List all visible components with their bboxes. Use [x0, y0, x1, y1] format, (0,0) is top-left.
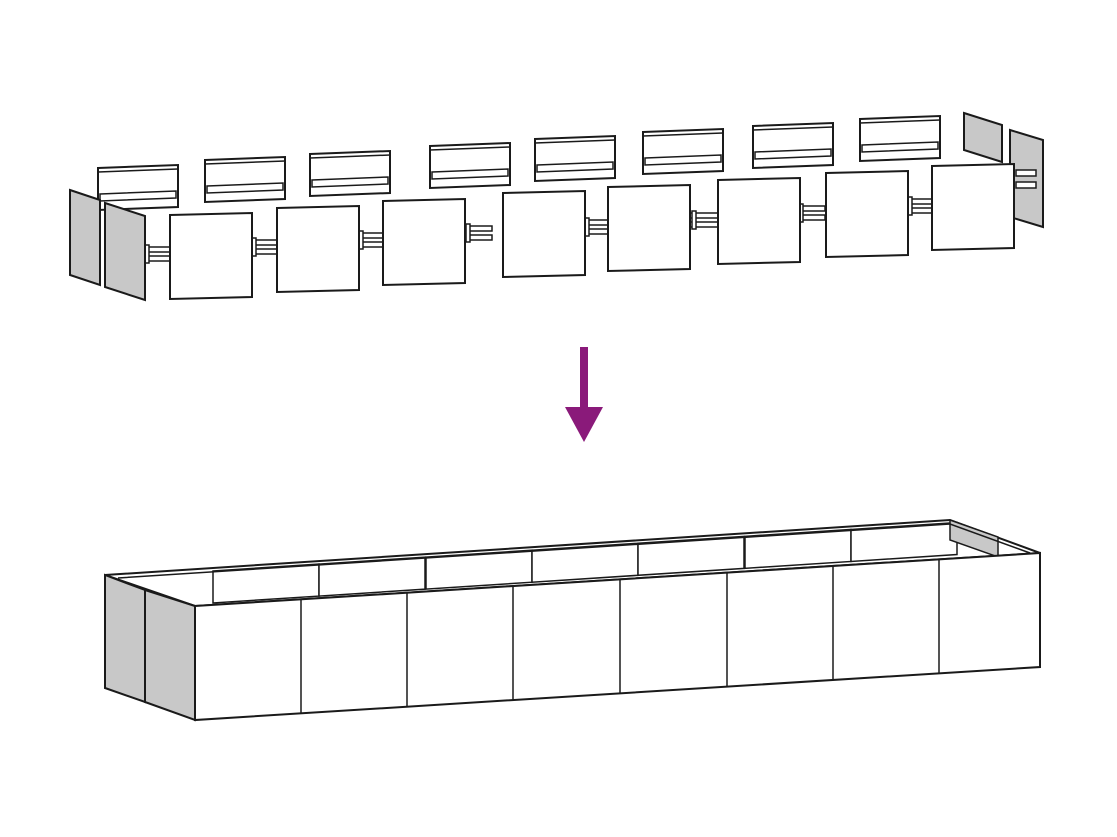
back-panel-rail — [206, 182, 284, 194]
back-panel-rail — [861, 141, 939, 153]
back-panel-flange — [752, 126, 834, 131]
back-panel-flange — [97, 168, 179, 173]
connector-bracket — [249, 237, 279, 257]
planter-front-seams — [300, 559, 940, 714]
front-panel — [169, 211, 253, 301]
connector-bracket — [689, 210, 719, 230]
connector-bracket — [356, 230, 386, 250]
back-panel-flange — [642, 132, 724, 137]
back-panel-row — [97, 114, 941, 212]
back-panel-rail — [311, 176, 389, 188]
connector-bracket — [905, 196, 935, 216]
back-panel — [204, 155, 286, 204]
back-wall-panel — [531, 542, 639, 584]
front-panel — [276, 204, 360, 294]
back-panel — [859, 114, 941, 163]
left-side-panel-inner — [104, 201, 146, 302]
back-panel-rail — [431, 168, 509, 180]
back-panel — [752, 121, 834, 170]
planter-left-end-inner — [144, 588, 196, 722]
front-panel — [607, 183, 691, 273]
back-panel-flange — [429, 146, 511, 151]
left-side-panel-outer — [69, 188, 101, 287]
bracket-post — [691, 210, 697, 230]
back-wall-panel — [212, 563, 320, 604]
back-panel — [642, 127, 724, 176]
connector-bracket — [142, 244, 172, 264]
back-panel-flange — [859, 119, 941, 124]
back-panel-rail — [536, 161, 614, 173]
right-side-panels — [963, 111, 1044, 229]
back-wall-panel — [850, 521, 958, 563]
back-panel — [534, 134, 616, 183]
front-panel — [717, 176, 801, 266]
front-panel — [502, 189, 586, 279]
back-panel-flange — [204, 160, 286, 165]
back-wall-panel — [425, 549, 533, 590]
bracket-post — [465, 223, 471, 243]
right-bracket-slot-a — [1015, 169, 1037, 177]
front-panel — [382, 197, 466, 287]
connector-bracket — [796, 203, 826, 223]
left-side-panels — [69, 188, 146, 302]
planter-left-end-outer — [104, 573, 146, 704]
front-panel-row — [169, 162, 1015, 301]
down-arrow-icon — [565, 347, 603, 442]
front-panel — [825, 169, 909, 259]
planter-back-wall — [212, 521, 958, 604]
connector-bracket — [463, 223, 493, 243]
exploded-view — [69, 111, 1044, 302]
back-panel — [309, 149, 391, 198]
back-panel-rail — [754, 148, 832, 160]
back-wall-panel — [744, 528, 852, 570]
back-panel — [97, 163, 179, 212]
back-panel-flange — [309, 154, 391, 159]
right-side-panel-back — [963, 111, 1003, 164]
front-panel — [931, 162, 1015, 252]
back-panel-rail — [644, 154, 722, 166]
assembled-planter — [104, 518, 1041, 722]
back-wall-panel — [318, 556, 426, 597]
back-wall-panel — [637, 535, 745, 577]
connector-bracket — [582, 217, 612, 237]
planter-inner-rim — [117, 523, 1031, 579]
right-bracket-slot-b — [1015, 181, 1037, 189]
back-panel-flange — [534, 139, 616, 144]
back-panel-rail — [99, 190, 177, 202]
back-panel — [429, 141, 511, 190]
